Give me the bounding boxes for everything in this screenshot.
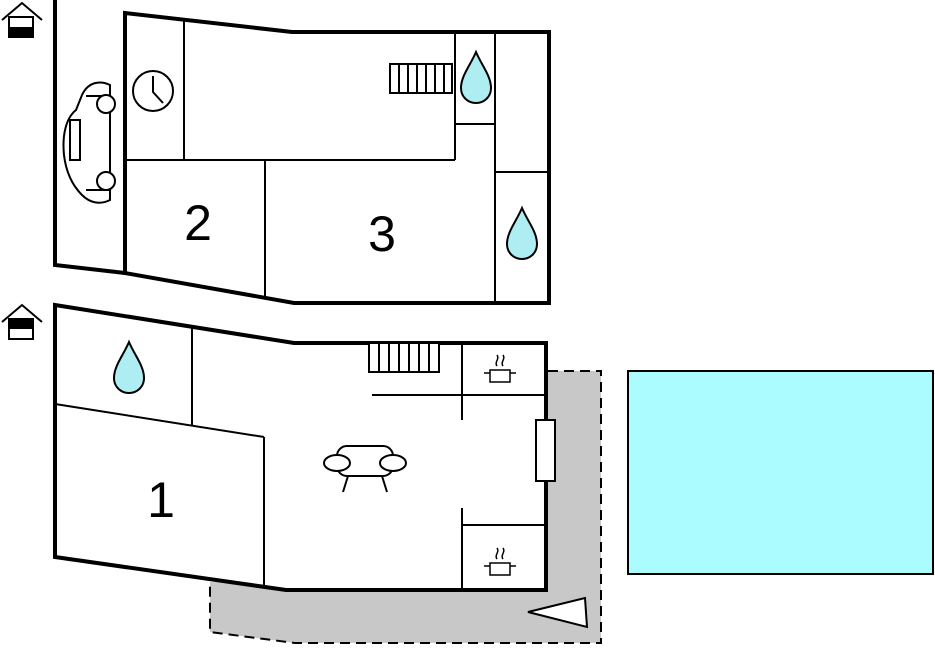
upper-floor-outline bbox=[123, 10, 551, 305]
room-label-2: 2 bbox=[184, 195, 212, 251]
water-drop-icon bbox=[459, 49, 493, 105]
room-label-1: 1 bbox=[147, 472, 175, 528]
entrance-arrow-icon bbox=[527, 596, 589, 629]
side-window bbox=[535, 419, 556, 482]
swimming-pool bbox=[627, 370, 934, 575]
cooking-pot-icon bbox=[484, 547, 516, 576]
house-ground-floor-icon bbox=[1, 303, 43, 340]
house-upper-floor-icon bbox=[1, 1, 43, 38]
upper-floor: 2 3 bbox=[1, 0, 551, 305]
stairs-icon bbox=[389, 63, 453, 94]
room-label-3: 3 bbox=[368, 206, 396, 262]
car-icon bbox=[62, 81, 116, 204]
ground-inner-walls bbox=[54, 326, 546, 590]
stairs-icon bbox=[368, 342, 440, 373]
water-drop-icon bbox=[112, 339, 146, 395]
ground-floor: 1 bbox=[1, 302, 602, 644]
water-drop-icon bbox=[505, 205, 539, 261]
ground-floor-outline bbox=[53, 302, 548, 592]
garage-wall bbox=[53, 0, 126, 275]
cooking-pot-icon bbox=[484, 354, 516, 383]
clock-icon bbox=[132, 70, 174, 112]
upper-inner-walls bbox=[125, 20, 549, 303]
sofa-icon bbox=[323, 445, 407, 493]
terrace-border bbox=[209, 370, 602, 644]
